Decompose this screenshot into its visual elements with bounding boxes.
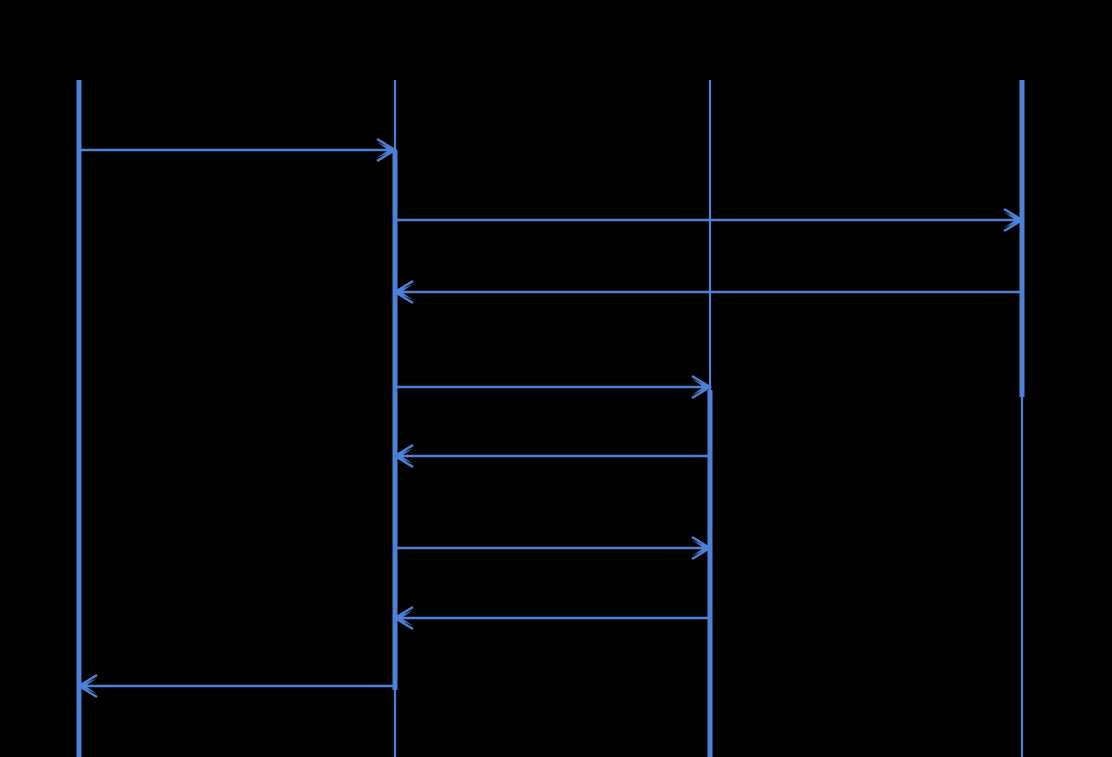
activations-group xyxy=(76,80,1025,757)
message-1[interactable] xyxy=(79,137,398,163)
messages-group xyxy=(76,137,1025,699)
arrow-head-fill xyxy=(692,540,710,556)
message-3[interactable] xyxy=(392,279,1022,305)
arrow-head-fill xyxy=(395,448,413,464)
message-8[interactable] xyxy=(76,673,395,699)
arrow-head-fill xyxy=(1004,212,1022,228)
arrow-head-fill xyxy=(395,284,413,300)
message-6[interactable] xyxy=(395,535,713,561)
message-2[interactable] xyxy=(395,207,1025,233)
message-5[interactable] xyxy=(392,443,710,469)
message-7[interactable] xyxy=(392,605,710,631)
message-4[interactable] xyxy=(395,374,713,400)
arrow-head-fill xyxy=(395,610,413,626)
arrow-head-fill xyxy=(692,379,710,395)
arrow-head-fill xyxy=(377,142,395,158)
arrow-head-fill xyxy=(79,678,97,694)
